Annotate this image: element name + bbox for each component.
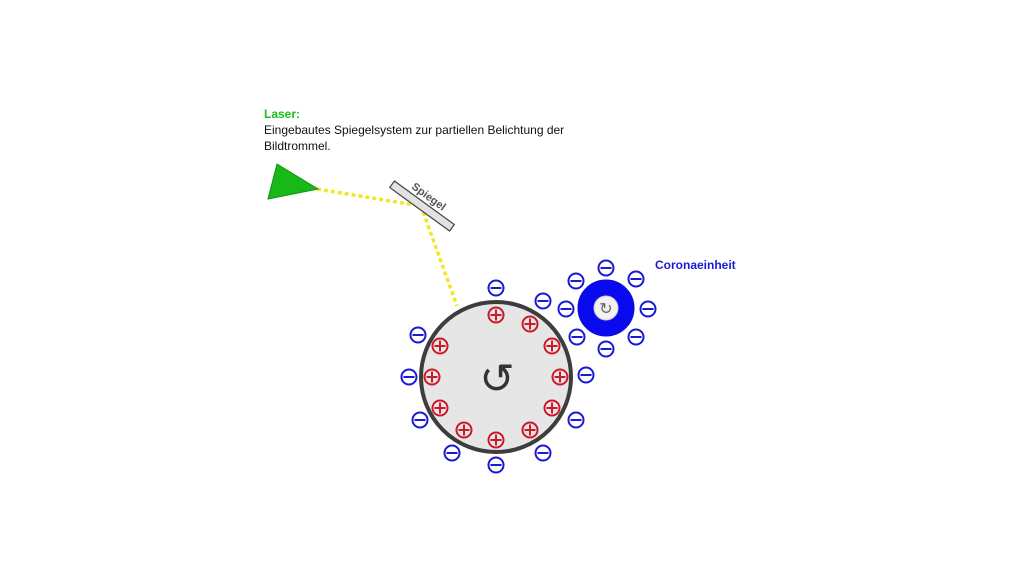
positive-charge-icon	[521, 421, 539, 439]
negative-charge-icon	[568, 328, 586, 346]
positive-charge-icon	[543, 399, 561, 417]
laser-caption: Laser: Eingebautes Spiegelsystem zur par…	[264, 106, 594, 154]
negative-charge-icon	[443, 444, 461, 462]
corona-rotation-icon: ↻	[599, 299, 612, 318]
positive-charge-icon	[431, 337, 449, 355]
laser-description: Eingebautes Spiegelsystem zur partiellen…	[264, 123, 565, 153]
negative-charge-icon	[557, 300, 575, 318]
laser-emitter	[267, 163, 320, 200]
corona-roller-hub	[593, 295, 619, 321]
mirror-plate	[388, 180, 456, 232]
negative-charge-icon	[411, 411, 429, 429]
positive-charge-icon	[543, 337, 561, 355]
positive-charge-icon	[431, 399, 449, 417]
negative-charge-icon	[627, 270, 645, 288]
negative-charge-icon	[597, 340, 615, 358]
negative-charge-icon	[639, 300, 657, 318]
charge-symbols	[400, 259, 657, 474]
negative-charge-icon	[597, 259, 615, 277]
negative-charge-icon	[577, 366, 595, 384]
laser-title: Laser:	[264, 107, 301, 121]
negative-charge-icon	[409, 326, 427, 344]
positive-charge-icon	[423, 368, 441, 386]
negative-charge-icon	[487, 279, 505, 297]
negative-charge-icon	[567, 272, 585, 290]
positive-charge-icon	[521, 315, 539, 333]
negative-charge-icon	[534, 292, 552, 310]
negative-charge-icon	[627, 328, 645, 346]
positive-charge-icon	[455, 421, 473, 439]
negative-charge-icon	[534, 444, 552, 462]
positive-charge-icon	[487, 306, 505, 324]
negative-charge-icon	[400, 368, 418, 386]
positive-charge-icon	[551, 368, 569, 386]
positive-charge-icon	[487, 431, 505, 449]
corona-unit-label: Coronaeinheit	[655, 258, 736, 272]
negative-charge-icon	[487, 456, 505, 474]
negative-charge-icon	[567, 411, 585, 429]
drum-rotation-icon: ↺	[479, 354, 514, 403]
image-drum	[419, 300, 573, 454]
